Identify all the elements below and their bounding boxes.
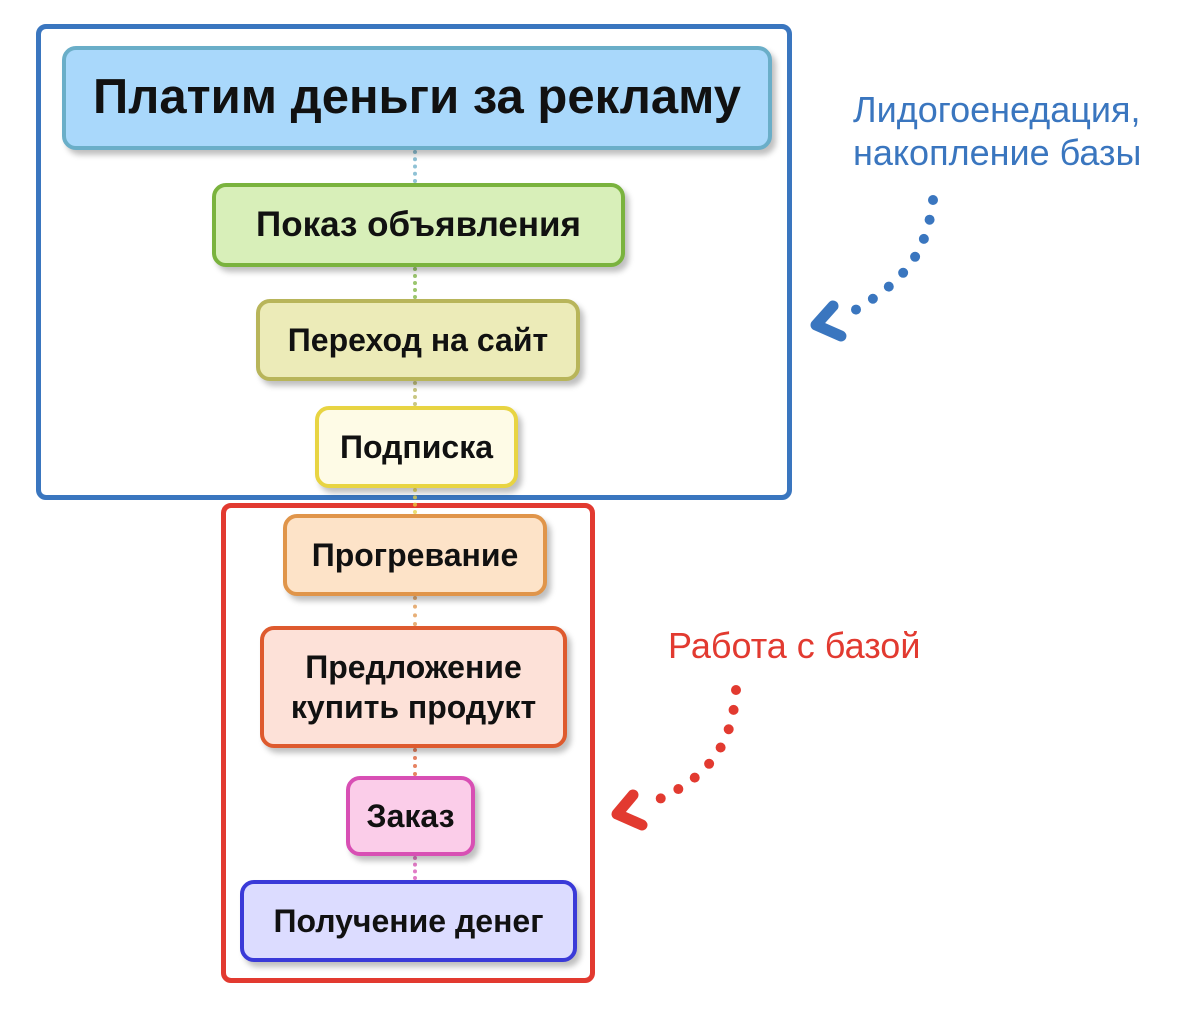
lead-generation-line1: Лидогоенедация, bbox=[853, 89, 1141, 130]
step-label: Получение денег bbox=[273, 903, 544, 939]
step-label: Подписка bbox=[339, 429, 494, 465]
blue-arrowhead-icon bbox=[810, 300, 847, 342]
lead-generation-annotation: Лидогоенедация, накопление базы bbox=[853, 88, 1141, 174]
step-label: Переход на сайт bbox=[287, 322, 549, 358]
step-label: Показ объявления bbox=[256, 205, 581, 245]
red-arrowhead-icon bbox=[611, 789, 648, 831]
blue-dotted-arrow bbox=[810, 195, 938, 342]
step-site-visit: Переход на сайт bbox=[256, 299, 580, 381]
step-label: Предложение купить продукт bbox=[290, 649, 537, 725]
step-product-offer: Предложение купить продукт bbox=[260, 626, 567, 748]
lead-generation-line2: накопление базы bbox=[853, 132, 1142, 174]
base-work-label: Работа с базой bbox=[668, 625, 921, 666]
connector-stem bbox=[413, 748, 417, 776]
step-receive-money: Получение денег bbox=[240, 880, 577, 962]
step-label: Платим деньги за рекламу bbox=[93, 70, 741, 125]
step-subscription: Подписка bbox=[315, 406, 518, 488]
step-ad-impression: Показ объявления bbox=[212, 183, 625, 267]
red-arrow-trail bbox=[638, 685, 741, 811]
step-warming-up: Прогревание bbox=[283, 514, 547, 596]
base-work-frame bbox=[221, 503, 595, 983]
connector-stem bbox=[413, 856, 417, 880]
blue-arrow-trail bbox=[840, 195, 938, 321]
red-dotted-arrow bbox=[611, 685, 741, 831]
connector-stem bbox=[413, 488, 417, 514]
step-label: Заказ bbox=[366, 798, 455, 834]
connector-stem bbox=[413, 381, 417, 406]
step-order: Заказ bbox=[346, 776, 475, 856]
connector-stem bbox=[413, 267, 417, 299]
step-label: Прогревание bbox=[311, 537, 519, 573]
step-pay-for-ads: Платим деньги за рекламу bbox=[62, 46, 772, 150]
base-work-annotation: Работа с базой bbox=[668, 624, 920, 667]
connector-stem bbox=[413, 596, 417, 626]
connector-stem bbox=[413, 150, 417, 183]
